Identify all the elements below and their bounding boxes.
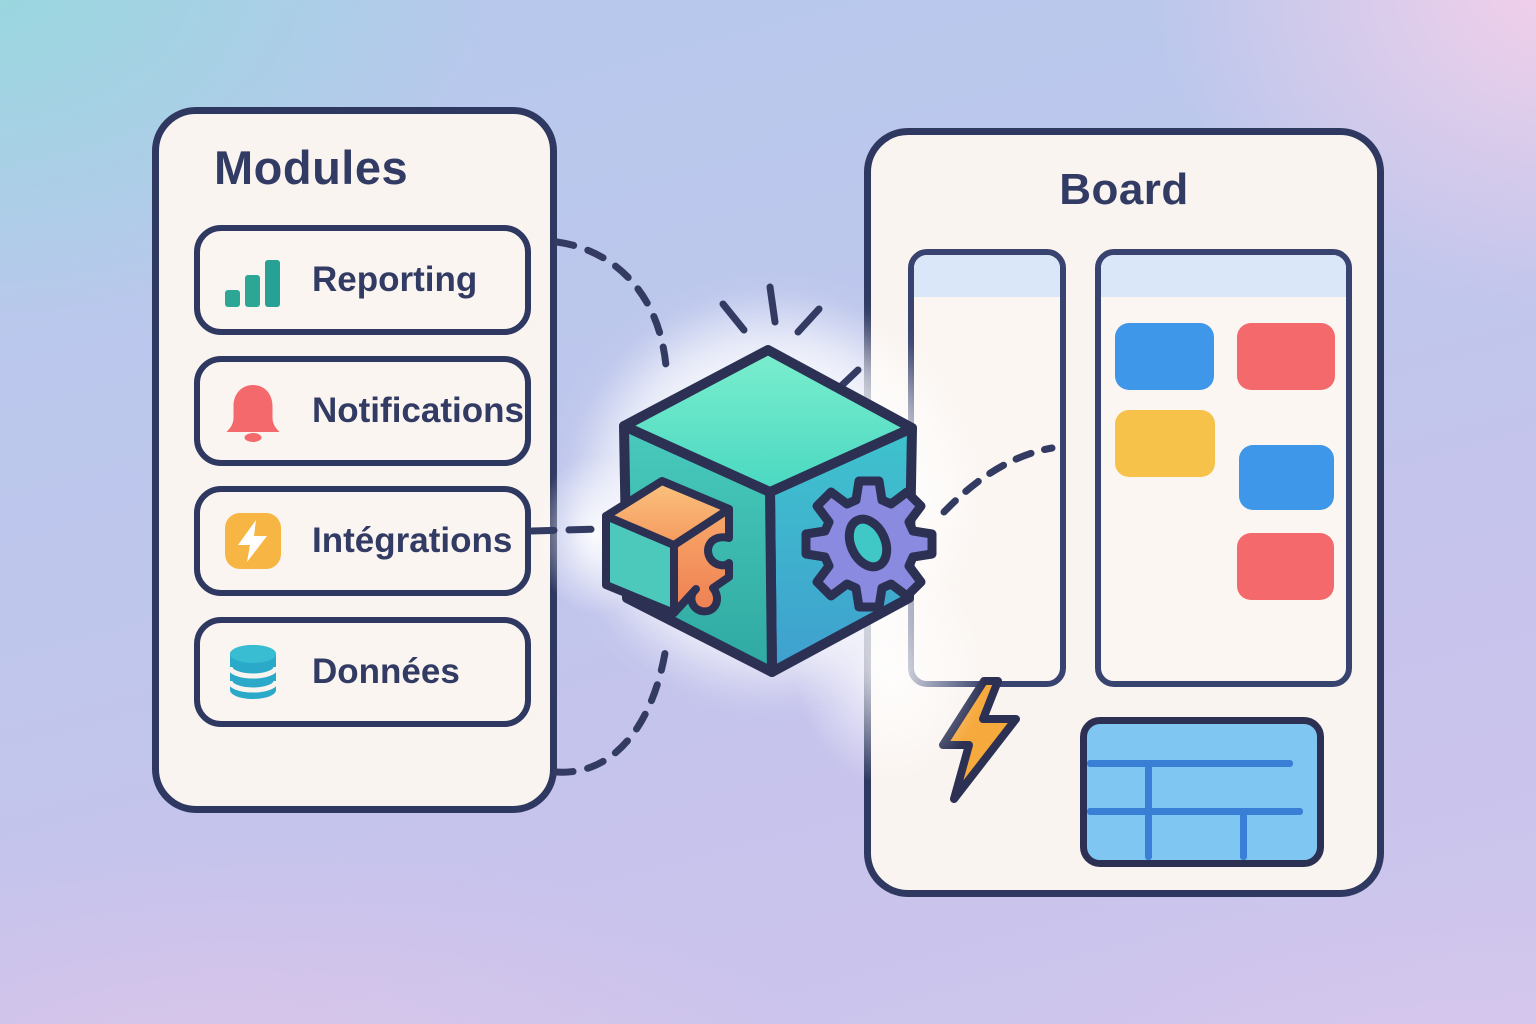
module-item-reporting[interactable]: Reporting bbox=[194, 225, 531, 335]
lightning-bolt-icon bbox=[939, 677, 1020, 803]
board-column-cards bbox=[1095, 249, 1352, 687]
board-card-red bbox=[1237, 323, 1335, 390]
board-panel: Board bbox=[864, 128, 1384, 897]
board-card-blue bbox=[1115, 323, 1214, 390]
bar-chart-icon bbox=[225, 260, 280, 307]
database-icon bbox=[227, 645, 279, 699]
lightning-icon bbox=[225, 513, 281, 569]
board-card-red bbox=[1237, 533, 1334, 600]
board-card-yellow bbox=[1115, 410, 1215, 477]
board-column-empty bbox=[908, 249, 1066, 687]
module-item-label: Reporting bbox=[312, 260, 478, 299]
module-item-integrations[interactable]: Intégrations bbox=[194, 486, 531, 596]
table-icon bbox=[1080, 717, 1324, 867]
modules-panel: Modules Reporting Notifications Intégrat… bbox=[152, 107, 557, 813]
module-item-label: Données bbox=[312, 652, 460, 691]
module-item-notifications[interactable]: Notifications bbox=[194, 356, 531, 466]
module-item-donnees[interactable]: Données bbox=[194, 617, 531, 727]
board-card-blue bbox=[1239, 445, 1334, 510]
bell-icon bbox=[226, 385, 280, 442]
board-panel-title: Board bbox=[1059, 165, 1189, 214]
module-item-label: Notifications bbox=[312, 391, 524, 430]
modules-panel-title: Modules bbox=[214, 141, 409, 194]
column-header-strip bbox=[1101, 255, 1346, 297]
column-header-strip bbox=[914, 255, 1060, 297]
module-item-label: Intégrations bbox=[312, 521, 513, 560]
